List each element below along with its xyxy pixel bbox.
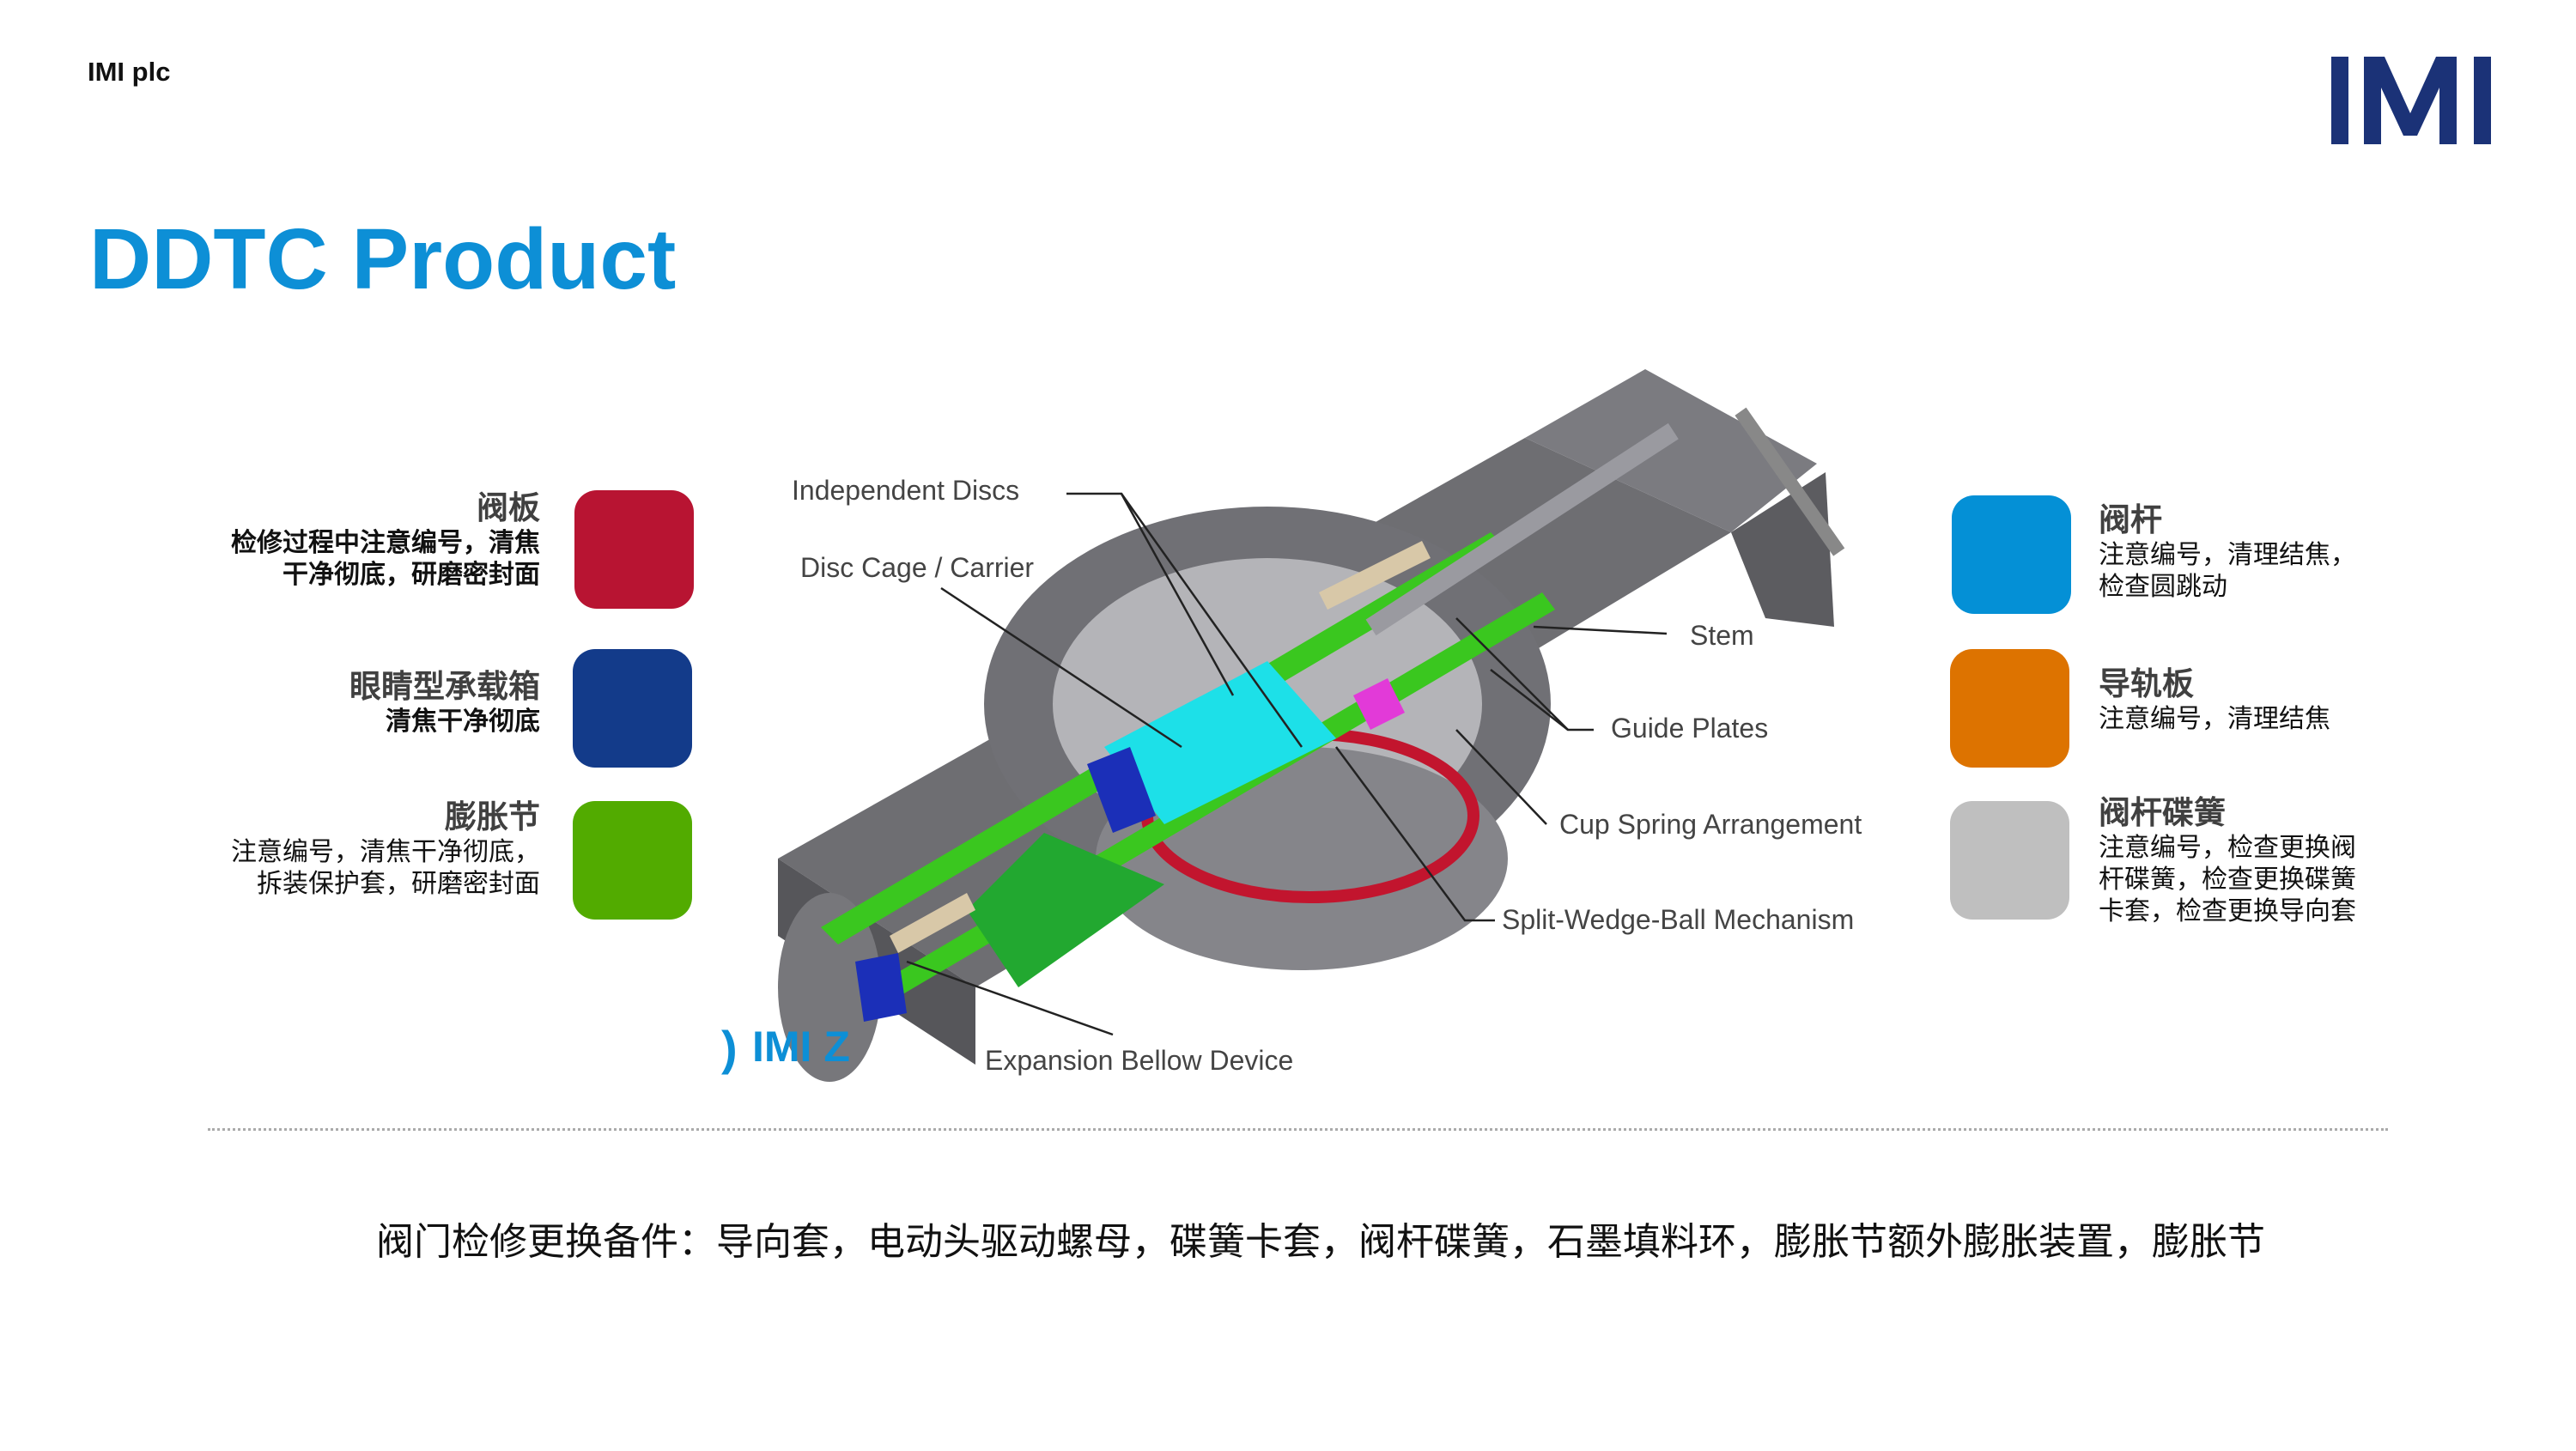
section-highlights bbox=[821, 422, 1679, 1022]
legend-title: 膨胀节 bbox=[445, 799, 540, 835]
legend-desc: 拆装保护套，研磨密封面 bbox=[257, 870, 540, 898]
legend-desc: 卡套，检查更换导向套 bbox=[2099, 897, 2356, 926]
swatch-gray bbox=[1950, 801, 2069, 920]
legend-title: 阀杆碟簧 bbox=[2099, 795, 2226, 830]
legend-title: 导轨板 bbox=[2099, 666, 2194, 701]
legend-desc: 杆碟簧，检查更换碟簧 bbox=[2099, 865, 2356, 894]
leader-lines bbox=[906, 492, 1668, 1036]
swatch-green bbox=[573, 801, 692, 920]
legend-item-stem: 阀杆 注意编号，清理结焦， 检查圆跳动 bbox=[2099, 501, 2356, 603]
legend-title: 阀杆 bbox=[2099, 502, 2162, 537]
label-expansion-bellow: Expansion Bellow Device bbox=[985, 1045, 1294, 1076]
label-independent-discs: Independent Discs bbox=[792, 475, 1020, 506]
company-name: IMI plc bbox=[88, 57, 171, 87]
diagram-watermark: ) bbox=[721, 1021, 738, 1075]
label-cup-spring: Cup Spring Arrangement bbox=[1559, 809, 1862, 840]
swatch-dark-blue bbox=[573, 649, 692, 768]
legend-item-carrier-box: 眼睛型承载箱 清焦干净彻底 bbox=[349, 668, 540, 738]
legend-title: 眼睛型承载箱 bbox=[349, 669, 540, 704]
legend-desc: 检修过程中注意编号，清焦 bbox=[231, 529, 540, 557]
legend-desc: 注意编号，清焦干净彻底， bbox=[231, 838, 540, 866]
label-guide-plates: Guide Plates bbox=[1611, 713, 1769, 744]
legend-desc: 清焦干净彻底 bbox=[386, 707, 540, 736]
valve-cutaway-diagram: ) bbox=[721, 369, 1845, 1082]
legend-desc: 注意编号，清理结焦， bbox=[2099, 541, 2356, 569]
legend-desc: 注意编号，清理结焦 bbox=[2099, 705, 2330, 733]
legend-item-valve-plate: 阀板 检修过程中注意编号，清焦 干净彻底，研磨密封面 bbox=[231, 489, 540, 591]
legend-item-guide-plate: 导轨板 注意编号，清理结焦 bbox=[2099, 665, 2330, 735]
legend-desc: 注意编号，检查更换阀 bbox=[2099, 834, 2356, 862]
swatch-orange bbox=[1950, 649, 2069, 768]
label-disc-cage: Disc Cage / Carrier bbox=[800, 552, 1035, 583]
diagram-watermark-text: IMI Z bbox=[752, 1023, 850, 1071]
spare-parts-note: 阀门检修更换备件：导向套，电动头驱动螺母，碟簧卡套，阀杆碟簧，石墨填料环，膨胀节… bbox=[376, 1221, 2265, 1263]
label-split-wedge: Split-Wedge-Ball Mechanism bbox=[1502, 904, 1855, 935]
legend-item-stem-spring: 阀杆碟簧 注意编号，检查更换阀 杆碟簧，检查更换碟簧 卡套，检查更换导向套 bbox=[2099, 794, 2356, 927]
legend-item-expansion-joint: 膨胀节 注意编号，清焦干净彻底， 拆装保护套，研磨密封面 bbox=[231, 798, 540, 900]
page-title: DDTC Product bbox=[89, 211, 677, 307]
divider bbox=[208, 1128, 2388, 1131]
legend-desc: 干净彻底，研磨密封面 bbox=[283, 561, 540, 589]
legend-title: 阀板 bbox=[477, 490, 540, 525]
swatch-light-blue bbox=[1952, 495, 2071, 614]
imi-logo bbox=[2331, 57, 2491, 144]
swatch-red bbox=[574, 490, 694, 609]
label-stem: Stem bbox=[1690, 620, 1754, 651]
legend-desc: 检查圆跳动 bbox=[2099, 573, 2227, 601]
